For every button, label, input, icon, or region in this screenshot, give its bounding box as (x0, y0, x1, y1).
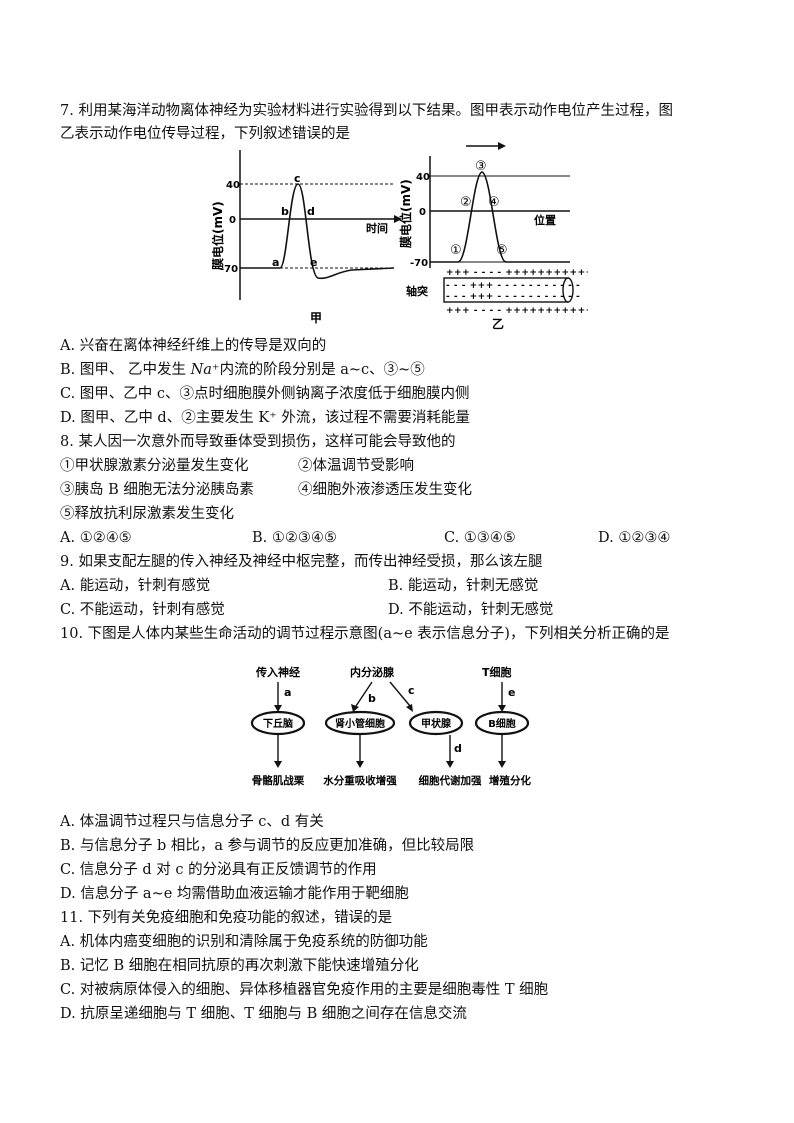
q7-stem-line2: 乙表示动作电位传导过程，下列叙述错误的是 (60, 126, 350, 142)
diagram-target-renal-tubule (324, 710, 396, 736)
jia-point-c: c (294, 172, 301, 185)
diagram-arrow-d: d (454, 742, 462, 755)
diagram-arrow-e: e (508, 686, 515, 699)
figure-regulation-diagram: 传入神经 内分泌腺 T细胞 a b c e 下丘脑 肾小管细胞 甲状腺 B细胞 … (250, 665, 531, 787)
diagram-source-tcell: T细胞 (482, 665, 512, 679)
diagram-outcome-metabolism: 细胞代谢加强 (419, 774, 482, 787)
q8-item-2: ②体温调节受影响 (298, 458, 414, 474)
q7-option-b[interactable]: B. 图甲、 乙中发生 Na⁺内流的阶段分别是 a~c、③~⑤ (60, 361, 425, 379)
diagram-arrow-c: c (408, 684, 415, 697)
jia-action-potential-curve (240, 183, 395, 280)
diagram-target-hypothalamus (250, 710, 306, 736)
q11-option-b[interactable]: B. 记忆 B 细胞在相同抗原的再次刺激下能快速增殖分化 (60, 958, 419, 974)
svg-text:+++ - - - - ++++++++++++: +++ - - - - ++++++++++++ (446, 268, 588, 278)
yi-curve (430, 171, 570, 263)
yi-tick-0: 0 (419, 207, 426, 218)
q8-option-a[interactable]: A. ①②④⑤ (60, 530, 132, 546)
yi-caption: 乙 (492, 317, 504, 331)
yi-point-3: ③ (475, 159, 487, 174)
q10-option-b[interactable]: B. 与信息分子 b 相比，a 参与调节的反应更加准确，但比较局限 (60, 838, 475, 854)
q11-option-d[interactable]: D. 抗原呈递细胞与 T 细胞、T 细胞与 B 细胞之间存在信息交流 (60, 1006, 467, 1022)
yi-tick-neg70: -70 (410, 258, 428, 269)
svg-text:- - - +++ - - - - - - - - - -: - - - +++ - - - - - - - - - - - (446, 281, 580, 291)
diagram-outcome-proliferation: 增殖分化 (489, 774, 531, 787)
yi-point-1: ① (450, 243, 462, 258)
svg-text:- - - +++ - - - - - - - - - -: - - - +++ - - - - - - - - - - - (446, 292, 580, 302)
yi-point-2: ② (460, 195, 472, 210)
q9-option-c[interactable]: C. 不能运动，针刺有感觉 (60, 602, 225, 618)
q8-option-b[interactable]: B. ①②③④⑤ (252, 530, 337, 546)
diagram-target-thyroid-label: 甲状腺 (421, 717, 452, 730)
diagram-target-renal-tubule-label: 肾小管细胞 (335, 717, 385, 730)
q9-option-d[interactable]: D. 不能运动，针刺无感觉 (388, 602, 554, 618)
q11-option-c[interactable]: C. 对被病原体侵入的细胞、异体移植器官免疫作用的主要是细胞毒性 T 细胞 (60, 982, 549, 998)
q8-option-d[interactable]: D. ①②③④ (598, 530, 671, 546)
q7-option-b-formula: Na⁺ (190, 362, 220, 378)
q7-option-c[interactable]: C. 图甲、乙中 c、③点时细胞膜外侧钠离子浓度低于细胞膜内侧 (60, 386, 470, 402)
q11-stem: 11. 下列有关免疫细胞和免疫功能的叙述，错误的是 (60, 910, 393, 926)
diagram-source-endocrine: 内分泌腺 (350, 665, 395, 679)
q8-item-5: ⑤释放抗利尿激素发生变化 (60, 506, 234, 522)
jia-caption: 甲 (310, 311, 322, 325)
yi-point-5: ⑤ (496, 243, 508, 258)
q7-option-a[interactable]: A. 兴奋在离体神经纤维上的传导是双向的 (60, 338, 327, 354)
q8-stem: 8. 某人因一次意外而导致垂体受到损伤，这样可能会导致他的 (60, 434, 456, 450)
diagram-source-afferent: 传入神经 (255, 665, 300, 679)
q7-option-d[interactable]: D. 图甲、乙中 d、②主要发生 K⁺ 外流，该过程不需要消耗能量 (60, 410, 470, 426)
q8-item-4: ④细胞外液渗透压发生变化 (298, 482, 472, 498)
diagram-target-bcell (474, 710, 530, 736)
jia-tick-0: 0 (229, 215, 236, 226)
q8-option-c[interactable]: C. ①③④⑤ (444, 530, 516, 546)
figure-yi: 40 0 -70 膜电位(mV) 位置 ① ② ③ ④ ⑤ +++ - - - … (398, 142, 588, 331)
q8-item-3: ③胰岛 B 细胞无法分泌胰岛素 (60, 482, 254, 498)
diagram-arrow-a: a (284, 686, 291, 699)
yi-xlabel: 位置 (534, 213, 556, 227)
yi-ylabel: 膜电位(mV) (398, 179, 413, 248)
diagram-target-hypothalamus-label: 下丘脑 (263, 717, 293, 730)
q7-option-b-rest: 内流的阶段分别是 a~c、③~⑤ (219, 362, 425, 378)
diagram-target-thyroid (408, 710, 464, 736)
svg-text:+++ - - - - ++++++++++++: +++ - - - - ++++++++++++ (446, 306, 588, 316)
yi-tick-40: 40 (416, 172, 430, 183)
jia-point-e: e (310, 256, 317, 269)
q10-option-c[interactable]: C. 信息分子 d 对 c 的分泌具有正反馈调节的作用 (60, 862, 377, 878)
diagram-arrow-b: b (368, 692, 376, 705)
q7-option-b-prefix: B. 图甲、 乙中发生 (60, 362, 186, 378)
q10-option-d[interactable]: D. 信息分子 a~e 均需借助血液运输才能作用于靶细胞 (60, 886, 409, 902)
q7-stem-line1: 7. 利用某海洋动物离体神经为实验材料进行实验得到以下结果。图甲表示动作电位产生… (60, 103, 673, 119)
diagram-target-bcell-label: B细胞 (488, 717, 516, 730)
q8-item-1: ①甲状腺激素分泌量发生变化 (60, 458, 249, 474)
jia-ylabel: 膜电位(mV) (212, 201, 225, 270)
jia-tick-neg70: -70 (220, 264, 238, 275)
q9-option-a[interactable]: A. 能运动，针刺有感觉 (60, 578, 211, 594)
diagram-outcome-water-reabsorption: 水分重吸收增强 (322, 774, 397, 787)
jia-point-d: d (307, 205, 315, 218)
jia-tick-40: 40 (226, 180, 240, 191)
q9-stem: 9. 如果支配左腿的传入神经及神经中枢完整，而传出神经受损，那么该左腿 (60, 554, 543, 570)
yi-point-4: ④ (488, 195, 500, 210)
q10-stem: 10. 下图是人体内某些生命活动的调节过程示意图(a~e 表示信息分子)，下列相… (60, 626, 670, 642)
diagram-outcome-shivering: 骨骼肌战栗 (252, 774, 305, 787)
jia-point-b: b (281, 205, 289, 218)
yi-axon-label: 轴突 (406, 284, 428, 298)
q10-option-a[interactable]: A. 体温调节过程只与信息分子 c、d 有关 (60, 814, 324, 830)
jia-xlabel: 时间 (366, 221, 388, 235)
jia-point-a: a (272, 256, 279, 269)
q11-option-a[interactable]: A. 机体内癌变细胞的识别和清除属于免疫系统的防御功能 (60, 934, 428, 950)
q9-option-b[interactable]: B. 能运动，针刺无感觉 (388, 578, 539, 594)
figure-jia: 40 0 -70 膜电位(mV) 时间 a b c d e 甲 (212, 150, 402, 325)
